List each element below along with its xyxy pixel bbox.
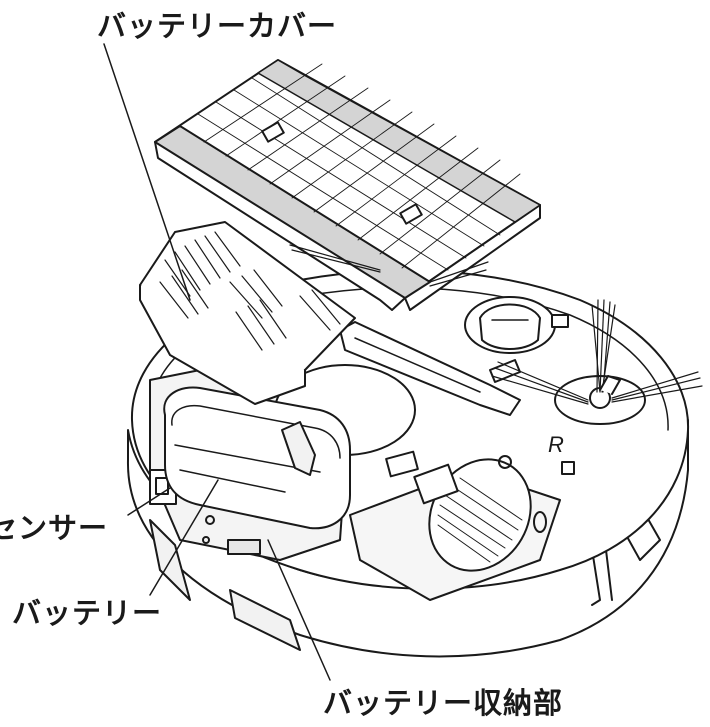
leader-lines: [103, 43, 331, 681]
label-battery-cover: バッテリーカバー: [97, 9, 338, 43]
brush-roller: [349, 450, 561, 601]
handle-bar: [339, 321, 521, 416]
caster-wheel: [464, 296, 569, 354]
leader-battery-compartment: [267, 539, 331, 681]
side-brush: [491, 299, 703, 425]
label-battery-compartment: バッテリー収納部: [323, 686, 564, 720]
leader-battery-cover: [103, 43, 191, 301]
left-cover-grille: [139, 221, 356, 405]
label-sensor: センサー: [0, 511, 109, 545]
leader-sensor: [127, 487, 171, 516]
label-battery: バッテリー: [12, 596, 163, 630]
right-marker: R: [548, 432, 564, 457]
leader-battery: [149, 479, 219, 596]
battery-cover-panel: [154, 59, 541, 311]
